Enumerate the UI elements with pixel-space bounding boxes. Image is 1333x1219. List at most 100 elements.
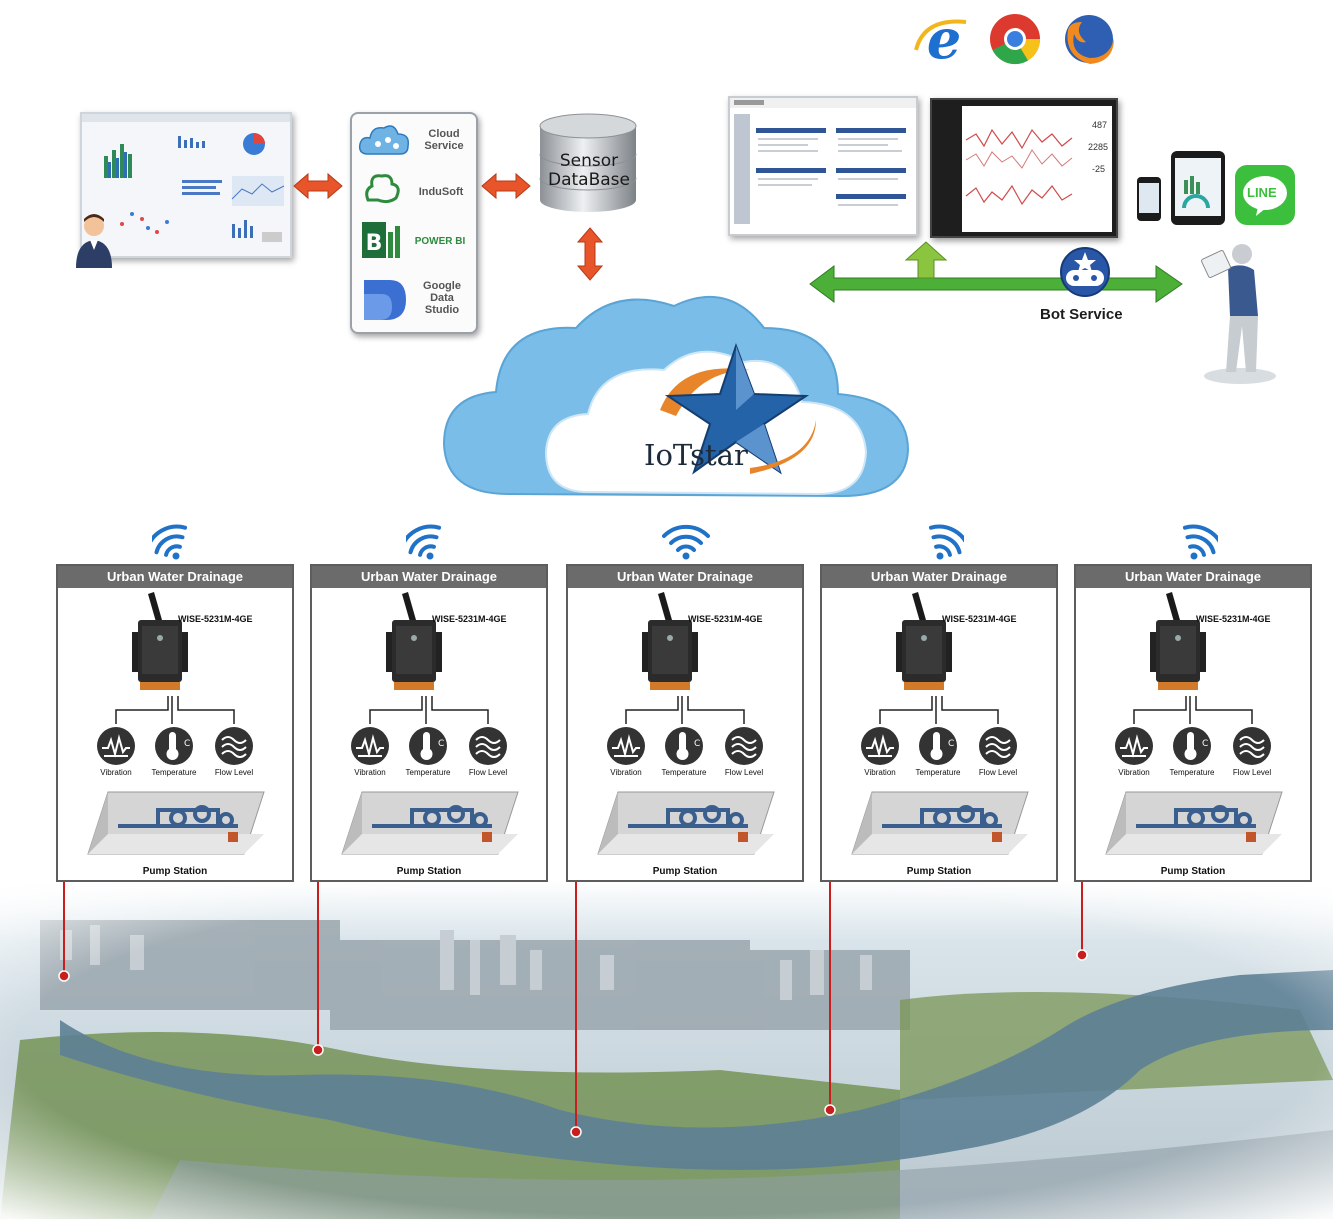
panel-title: Urban Water Drainage [312, 566, 546, 588]
wireless-signal-icon [662, 524, 710, 560]
wise-controller-icon [386, 592, 442, 690]
chart-value-3: -25 [1092, 164, 1106, 174]
pump-station-label: Pump Station [906, 866, 972, 877]
site-marker [58, 970, 70, 982]
pump-station-label: Pump Station [142, 866, 208, 877]
urban-water-drainage-panel: Urban Water Drainage WISE-5231M-4GE C [566, 564, 804, 882]
sensor-label-vibration: Vibration [864, 768, 896, 777]
flow-level-sensor-icon [979, 727, 1017, 765]
user-avatar-icon [76, 214, 112, 268]
flow-level-sensor-icon [1233, 727, 1271, 765]
wise-controller-icon [642, 592, 698, 690]
urban-water-drainage-panel: Urban Water Drainage WISE-5231M-4GE C [820, 564, 1058, 882]
google-data-studio-label: Google Data Studio [423, 280, 461, 316]
panel-title: Urban Water Drainage [568, 566, 802, 588]
pump-station-illustration [87, 791, 265, 855]
wireless-signal-icon [406, 524, 442, 560]
panel-title: Urban Water Drainage [1076, 566, 1310, 588]
sensor-label-flow-level: Flow Level [468, 768, 508, 777]
tablet-icon [1171, 151, 1225, 225]
urban-water-drainage-panel: Urban Water Drainage WISE-5231M-4GE C [56, 564, 294, 882]
web-trend-chart-screen: 487 2285 -25 [930, 98, 1118, 238]
cloud-service-icon [358, 125, 410, 155]
vibration-sensor-icon [351, 727, 389, 765]
pump-station-illustration [597, 791, 775, 855]
web-report-screen [728, 96, 918, 236]
pump-station-label: Pump Station [652, 866, 718, 877]
sensor-label-temperature: Temperature [661, 768, 707, 777]
wise-controller-icon [1150, 592, 1206, 690]
urban-water-drainage-panel: Urban Water Drainage WISE-5231M-4GE C [310, 564, 548, 882]
sensor-database-icon [539, 113, 637, 212]
wireless-signal-icon [1182, 524, 1218, 560]
flow-level-sensor-icon [215, 727, 253, 765]
sensor-label-vibration: Vibration [100, 768, 132, 777]
chart-value-2: 2285 [1088, 142, 1109, 152]
vibration-sensor-icon [607, 727, 645, 765]
pump-station-illustration [851, 791, 1029, 855]
sensor-wiring [369, 696, 489, 724]
sensor-label-vibration: Vibration [1118, 768, 1150, 777]
powerbi-label: POWER BI [414, 236, 466, 247]
line-app-label: LINE [1247, 185, 1277, 200]
sensor-wiring [115, 696, 235, 724]
indusoft-label: InduSoft [418, 186, 464, 198]
sensor-label-flow-level: Flow Level [1232, 768, 1272, 777]
chrome-icon [990, 14, 1041, 65]
bidirectional-arrow-icon [293, 172, 343, 200]
vibration-sensor-icon [861, 727, 899, 765]
svg-text:C: C [1202, 739, 1208, 749]
controller-model-label: WISE-5231M-4GE [942, 614, 1017, 624]
bot-service-robot-icon [1060, 247, 1110, 297]
temperature-sensor-icon: C [155, 727, 193, 765]
chart-value-1: 487 [1092, 120, 1108, 130]
indusoft-logo-icon [365, 174, 400, 204]
panel-title: Urban Water Drainage [822, 566, 1056, 588]
temperature-sensor-icon: C [919, 727, 957, 765]
bidirectional-arrow-icon [481, 172, 531, 200]
controller-model-label: WISE-5231M-4GE [688, 614, 763, 624]
pump-station-illustration [341, 791, 519, 855]
cloud-service-label: Cloud Service [424, 128, 464, 152]
sensor-label-flow-level: Flow Level [724, 768, 764, 777]
analytics-services-panel: Cloud Service InduSoft B POWER BI Google… [350, 112, 478, 334]
pump-station-label: Pump Station [396, 866, 462, 877]
sensor-label-temperature: Temperature [151, 768, 197, 777]
firefox-icon [1065, 15, 1114, 64]
svg-text:B: B [366, 231, 383, 256]
controller-model-label: WISE-5231M-4GE [1196, 614, 1271, 624]
pump-station-illustration [1105, 791, 1283, 855]
svg-text:C: C [948, 739, 954, 749]
wise-controller-icon [896, 592, 952, 690]
wireless-signal-icon [152, 524, 188, 560]
sensor-wiring [625, 696, 745, 724]
site-marker [312, 1044, 324, 1056]
bot-service-label: Bot Service [1040, 306, 1123, 323]
sensor-label-flow-level: Flow Level [214, 768, 254, 777]
site-marker [1076, 949, 1088, 961]
svg-text:C: C [694, 739, 700, 749]
line-app-icon [1235, 165, 1295, 225]
internet-explorer-icon: e [914, 10, 967, 68]
controller-model-label: WISE-5231M-4GE [432, 614, 507, 624]
dashboard-screen [80, 112, 292, 258]
wireless-signal-icon [928, 524, 964, 560]
mobile-user-figure-icon [1201, 244, 1276, 384]
urban-water-drainage-panel: Urban Water Drainage WISE-5231M-4GE C [1074, 564, 1312, 882]
panel-title: Urban Water Drainage [58, 566, 292, 588]
controller-model-label: WISE-5231M-4GE [178, 614, 253, 624]
sensor-label-vibration: Vibration [610, 768, 642, 777]
svg-text:e: e [927, 10, 961, 68]
bot-service-distribution-arrows [809, 241, 1183, 303]
sensor-label-temperature: Temperature [915, 768, 961, 777]
svg-text:C: C [184, 739, 190, 749]
vertical-bidirectional-arrow-icon [576, 227, 604, 281]
smartphone-icon [1137, 177, 1161, 221]
google-data-studio-logo-icon [364, 280, 406, 320]
aerial-city-photo [0, 880, 1333, 1219]
wise-controller-icon [132, 592, 188, 690]
powerbi-logo-icon: B [362, 222, 400, 258]
sensor-label-temperature: Temperature [1169, 768, 1215, 777]
iotstar-logo-icon [660, 343, 816, 475]
pump-station-label: Pump Station [1160, 866, 1226, 877]
